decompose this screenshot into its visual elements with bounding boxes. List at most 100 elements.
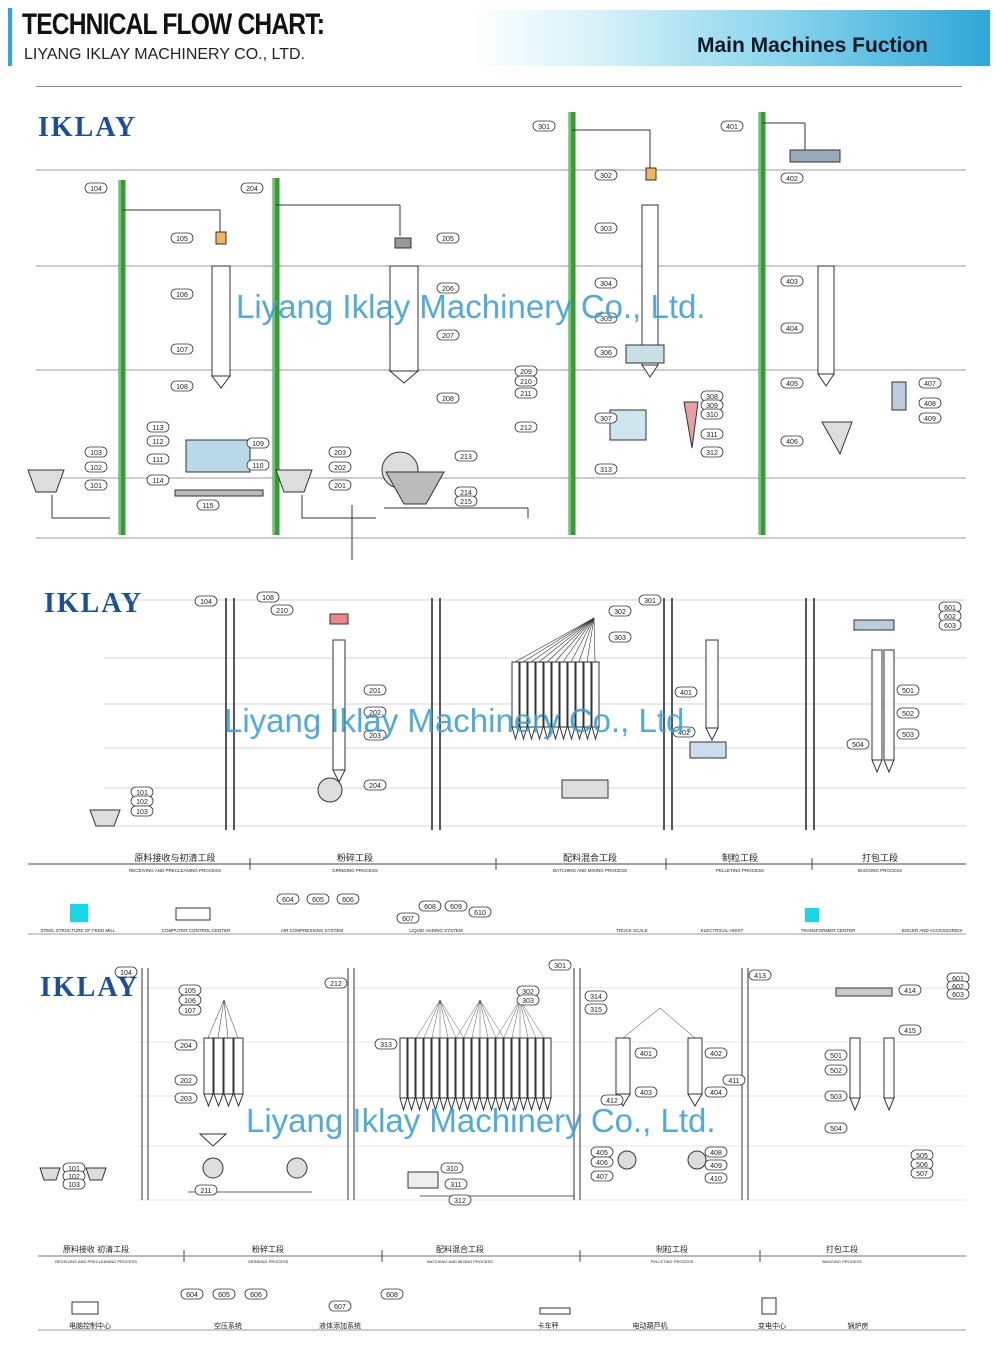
tag-label: 201 — [369, 688, 381, 695]
distributor-line — [554, 617, 595, 663]
tag-outline — [84, 446, 108, 458]
bin-hopper — [883, 759, 895, 774]
magnet-105 — [215, 231, 227, 245]
tag-outline — [780, 322, 804, 334]
batching-bin-8 — [567, 661, 576, 741]
tag-outline — [194, 1184, 218, 1196]
bag-conveyor-p3 — [835, 987, 893, 997]
equipment-tag-109: 109 — [246, 437, 270, 449]
tag-outline — [363, 684, 387, 696]
bin-hopper — [519, 726, 528, 741]
equipment-tag-206: 206 — [436, 282, 460, 294]
hopper-p3-grind — [198, 1133, 228, 1147]
tag-outline — [194, 595, 218, 607]
logo-panel-1: IKLAY — [38, 112, 138, 143]
platform-115 — [174, 489, 264, 497]
bin-hopper — [423, 1097, 432, 1112]
equipment-tag-601: 601 — [938, 601, 962, 613]
tag-label: 303 — [522, 998, 534, 1005]
mixer-310 — [561, 779, 609, 799]
tag-label: 407 — [596, 1174, 608, 1181]
bin-body — [233, 1037, 244, 1095]
bin-body — [431, 1037, 440, 1099]
tag-label: 312 — [706, 450, 718, 457]
bagging-bin-501 — [871, 649, 883, 774]
tag-outline — [532, 120, 556, 132]
tag-label: 403 — [640, 1090, 652, 1097]
bin-hopper — [388, 370, 420, 384]
equipment-tag-303: 303 — [608, 631, 632, 643]
tag-label: 301 — [538, 124, 550, 131]
equipment-tag-304: 304 — [594, 277, 618, 289]
bin-body — [455, 1037, 464, 1099]
pellet-bin-p3-2 — [687, 1037, 703, 1107]
batch-bin-p3-17 — [527, 1037, 536, 1112]
tag-outline — [938, 619, 962, 631]
transformer-icon-p3 — [761, 1297, 777, 1315]
equipment-tag-606: 606 — [336, 893, 360, 905]
equipment-tag-301: 301 — [548, 959, 572, 971]
section-title-cn: 粉碎工段 — [337, 852, 373, 863]
tag-label: 501 — [830, 1053, 842, 1060]
tag-label: 605 — [312, 897, 324, 904]
intake-pit-1 — [27, 469, 65, 493]
tag-outline — [130, 805, 154, 817]
tag-label: 114 — [152, 478, 163, 485]
tag-outline — [146, 474, 170, 486]
distributor-line — [593, 617, 596, 663]
tag-label: 606 — [342, 897, 354, 904]
tag-outline — [174, 1074, 198, 1086]
distributor-line — [519, 999, 529, 1039]
tag-label: 507 — [916, 1171, 928, 1178]
batch-bin-p3-19 — [543, 1037, 552, 1112]
bin-hopper — [583, 726, 592, 741]
tag-label: 501 — [902, 688, 914, 695]
tag-label: 110 — [252, 463, 263, 470]
tag-label: 202 — [334, 465, 346, 472]
aux-label: 空压系统 — [214, 1321, 242, 1330]
equipment-tag-101: 101 — [84, 479, 108, 491]
tag-label: 406 — [786, 439, 798, 446]
tag-outline — [918, 377, 942, 389]
tag-outline — [674, 686, 698, 698]
section-title-cn: 原料接收与初清工段 — [134, 852, 215, 863]
truck-scale-icon — [539, 1307, 571, 1315]
equipment-tag-106: 106 — [170, 288, 194, 300]
section-title-en: PELLETING PROCESS — [716, 868, 764, 873]
equipment-tag-106: 106 — [178, 994, 202, 1006]
equipment-tag-302: 302 — [608, 605, 632, 617]
bin-hopper — [519, 1097, 528, 1112]
equipment-tag-504: 504 — [824, 1122, 848, 1134]
tag-outline — [946, 988, 970, 1000]
tag-label: 115 — [202, 503, 213, 510]
logo-panel-2: IKLAY — [44, 588, 144, 619]
tag-outline — [722, 1074, 746, 1086]
tag-outline — [324, 977, 348, 989]
distributor-205 — [394, 237, 412, 249]
distributor-line — [578, 617, 595, 663]
aux-label: TRUCK SCALE — [616, 928, 648, 933]
equipment-tag-610: 610 — [468, 906, 492, 918]
tag-label: 113 — [152, 425, 163, 432]
bin-hopper — [332, 769, 346, 784]
tag-label: 601 — [944, 605, 956, 612]
tag-outline — [62, 1178, 86, 1190]
tag-label: 603 — [952, 992, 964, 999]
watermark-panel-3: Liyang Iklay Machinery Co., Ltd. — [246, 1102, 716, 1139]
batch-bin-p3-1 — [399, 1037, 408, 1112]
bin-body — [423, 1037, 432, 1099]
equipment-tag-502: 502 — [896, 707, 920, 719]
equipment-tag-602: 602 — [946, 980, 970, 992]
equipment-tag-104: 104 — [84, 182, 108, 194]
distributor-line — [223, 999, 239, 1039]
bin-body — [511, 1037, 520, 1099]
tag-outline — [910, 1167, 934, 1179]
tag-label: 104 — [200, 599, 212, 606]
tag-label: 207 — [442, 333, 454, 340]
equipment-tag-203: 203 — [174, 1092, 198, 1104]
equipment-tag-409: 409 — [704, 1159, 728, 1171]
equipment-tag-112: 112 — [146, 435, 170, 447]
bin-body — [463, 1037, 472, 1099]
equipment-tag-207: 207 — [436, 329, 460, 341]
grinding-bin — [332, 639, 346, 784]
